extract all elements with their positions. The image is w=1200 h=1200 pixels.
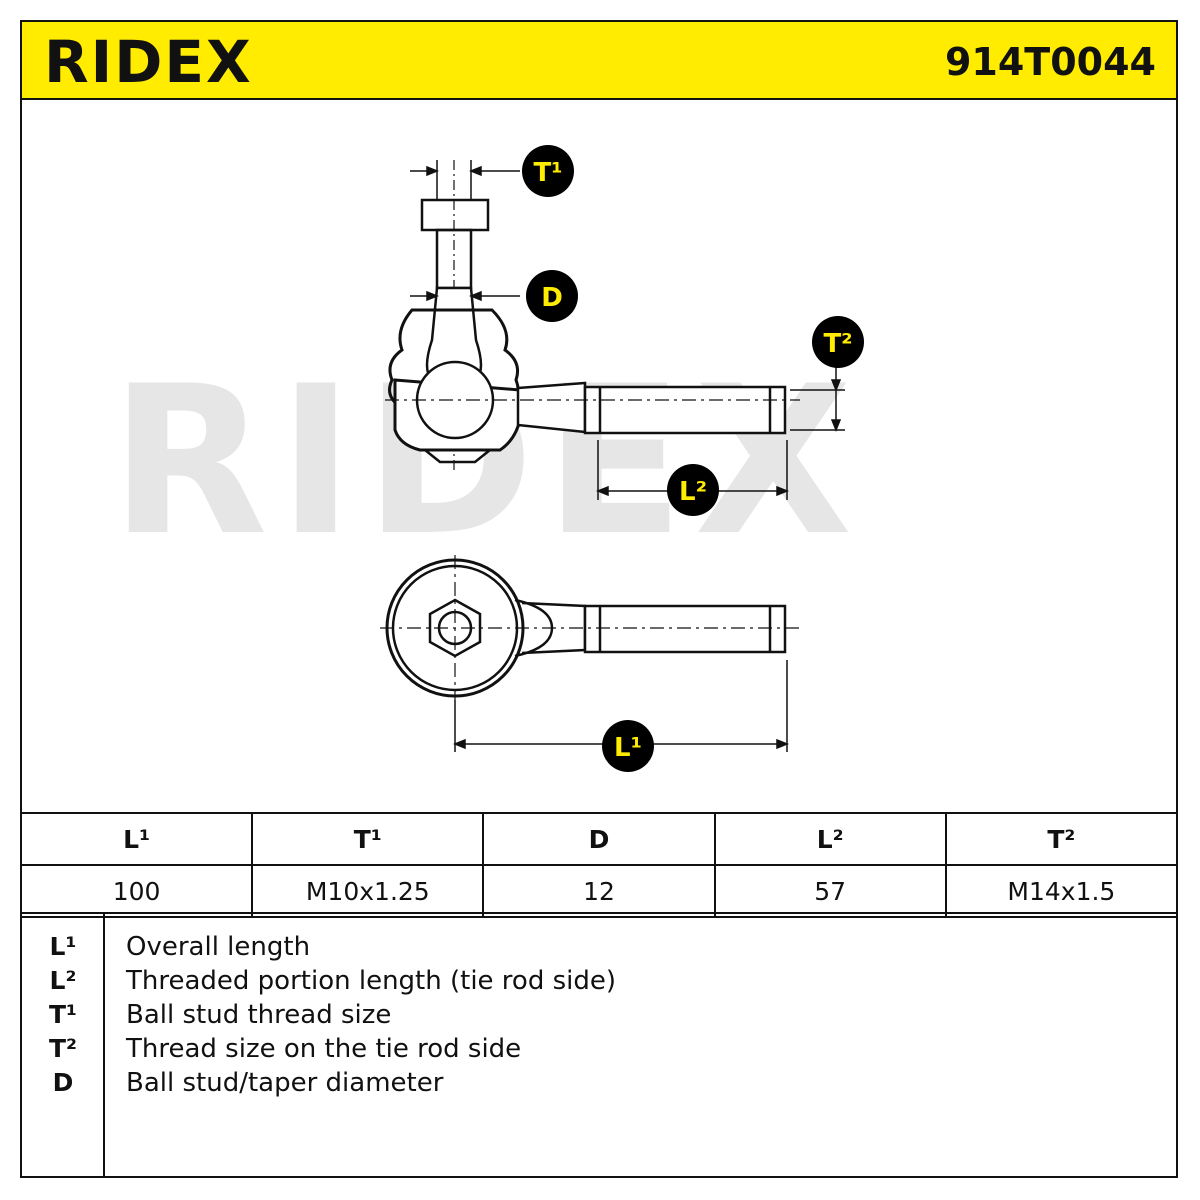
part-number: 914T0044 [944, 40, 1156, 84]
spec-table: L¹ T¹ D L² T² 100 M10x1.25 12 57 M14x1.5 [19, 812, 1179, 918]
technical-drawing: RIDEX [110, 145, 864, 772]
spec-value: 57 [713, 864, 947, 918]
spec-value: M14x1.5 [944, 864, 1179, 918]
spec-value-row: 100 M10x1.25 12 57 M14x1.5 [19, 864, 1179, 918]
top-view [380, 555, 800, 700]
legend-key: T¹ [48, 1000, 77, 1029]
legend-key: T² [48, 1034, 77, 1063]
spec-header: L¹ [19, 812, 254, 866]
spec-value: 12 [482, 864, 716, 918]
legend-text: Ball stud thread size [126, 1000, 392, 1030]
legend-item: D Ball stud/taper diameter [22, 1068, 1176, 1102]
spec-header: T² [944, 812, 1179, 866]
callout-d: D [526, 270, 578, 322]
side-view [385, 160, 800, 470]
callout-t2-label: T² [823, 329, 852, 359]
legend-item: L¹ Overall length [22, 932, 1176, 966]
spec-header: L² [713, 812, 947, 866]
legend-item: T² Thread size on the tie rod side [22, 1034, 1176, 1068]
legend: L¹ Overall length L² Threaded portion le… [20, 912, 1178, 1178]
legend-divider [103, 914, 105, 1176]
callout-l1-label: L¹ [614, 733, 642, 763]
spec-header: T¹ [251, 812, 485, 866]
spec-header: D [482, 812, 716, 866]
spec-header-row: L¹ T¹ D L² T² [19, 812, 1179, 866]
spec-value: 100 [19, 864, 254, 918]
callout-t1-label: T¹ [533, 158, 562, 188]
legend-item: T¹ Ball stud thread size [22, 1000, 1176, 1034]
spec-value: M10x1.25 [251, 864, 485, 918]
callout-l2: L² [667, 464, 719, 516]
legend-text: Thread size on the tie rod side [126, 1034, 522, 1064]
header-bar: RIDEX 914T0044 [20, 20, 1178, 100]
legend-key: L¹ [49, 932, 77, 961]
callout-l2-label: L² [679, 477, 707, 507]
legend-text: Ball stud/taper diameter [126, 1068, 444, 1098]
legend-item: L² Threaded portion length (tie rod side… [22, 966, 1176, 1000]
callout-t1: T¹ [522, 145, 574, 197]
brand-logo: RIDEX [44, 28, 253, 96]
legend-text: Overall length [126, 932, 311, 962]
legend-key: L² [49, 966, 77, 995]
callout-d-label: D [541, 283, 563, 313]
dimension-lines [410, 160, 845, 752]
callout-l1: L¹ [602, 720, 654, 772]
legend-text: Threaded portion length (tie rod side) [126, 966, 617, 996]
legend-key: D [52, 1068, 74, 1097]
callout-t2: T² [812, 316, 864, 368]
